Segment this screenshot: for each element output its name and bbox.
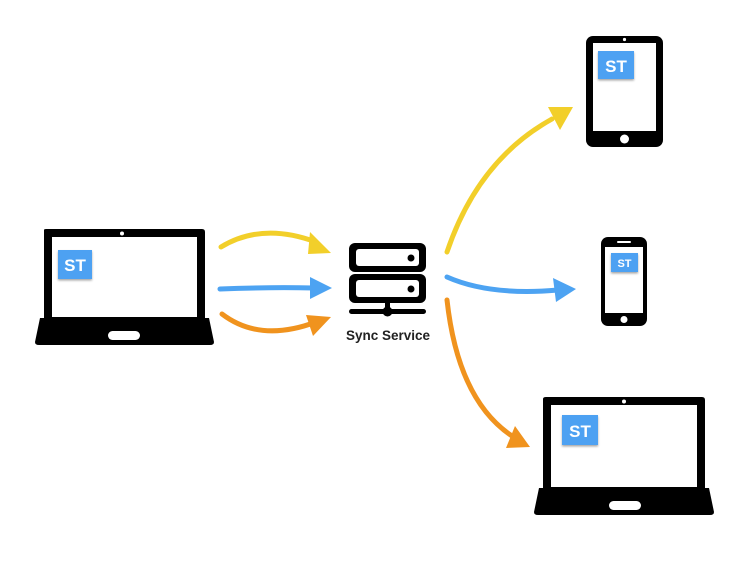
app-badge-label: ST: [64, 256, 86, 275]
arrow-yellow-out: [444, 107, 573, 255]
app-badge: [58, 250, 92, 279]
arrow-orange-in: [219, 311, 331, 336]
target-phone: ST: [601, 237, 647, 326]
arrow-blue-in: [217, 277, 332, 299]
target-laptop: ST: [534, 397, 714, 515]
phone-home-button: [620, 316, 628, 323]
app-badge-label: ST: [569, 422, 591, 441]
app-badge-label: ST: [605, 57, 627, 76]
laptop-camera: [622, 399, 626, 404]
arrow-yellow-in: [218, 230, 331, 254]
tablet-home-button: [620, 134, 629, 144]
arrow-blue-out: [444, 274, 576, 302]
laptop-trackpad: [609, 501, 641, 510]
arrow-orange-out: [444, 297, 530, 448]
phone-speaker: [617, 241, 631, 243]
server-label: Sync Service: [346, 328, 431, 343]
laptop-camera: [120, 231, 124, 236]
app-badge-label: ST: [617, 258, 631, 270]
server-icon: [349, 243, 426, 317]
tablet-camera: [622, 37, 627, 42]
laptop-trackpad: [108, 331, 140, 340]
source-laptop: ST: [35, 229, 214, 345]
target-tablet: ST: [586, 36, 663, 147]
